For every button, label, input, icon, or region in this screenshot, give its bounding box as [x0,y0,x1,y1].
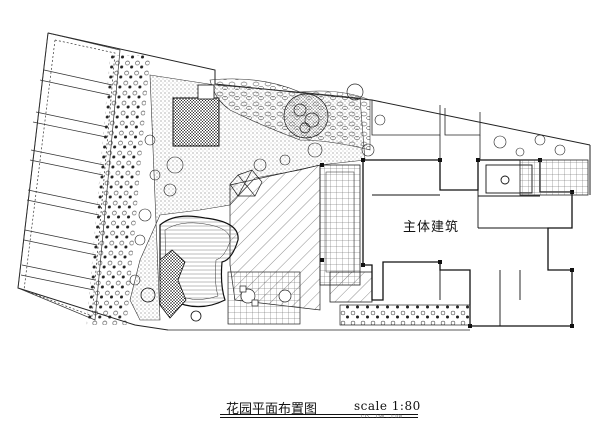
umbrella [229,169,263,197]
feature-tree [283,83,364,139]
title-underline-thin [220,417,418,418]
deck [227,271,301,325]
planting-border [86,55,151,325]
building-interior [372,160,548,326]
drawing-scale: scale 1:80 [354,399,421,413]
entry-steps [329,271,373,303]
scale-subnote: 1:75 ... 1:80 ... 1:100 [360,414,403,419]
building-label: 主体建筑 [403,220,460,235]
pergola [172,97,220,147]
neighbor-structure [371,100,589,196]
title-underline [220,414,418,415]
drawing-title: 花园平面布置图 [226,402,318,417]
bottom-planter [339,304,471,326]
walkway [319,164,361,286]
rockery [140,249,202,322]
shrubs [129,114,566,286]
